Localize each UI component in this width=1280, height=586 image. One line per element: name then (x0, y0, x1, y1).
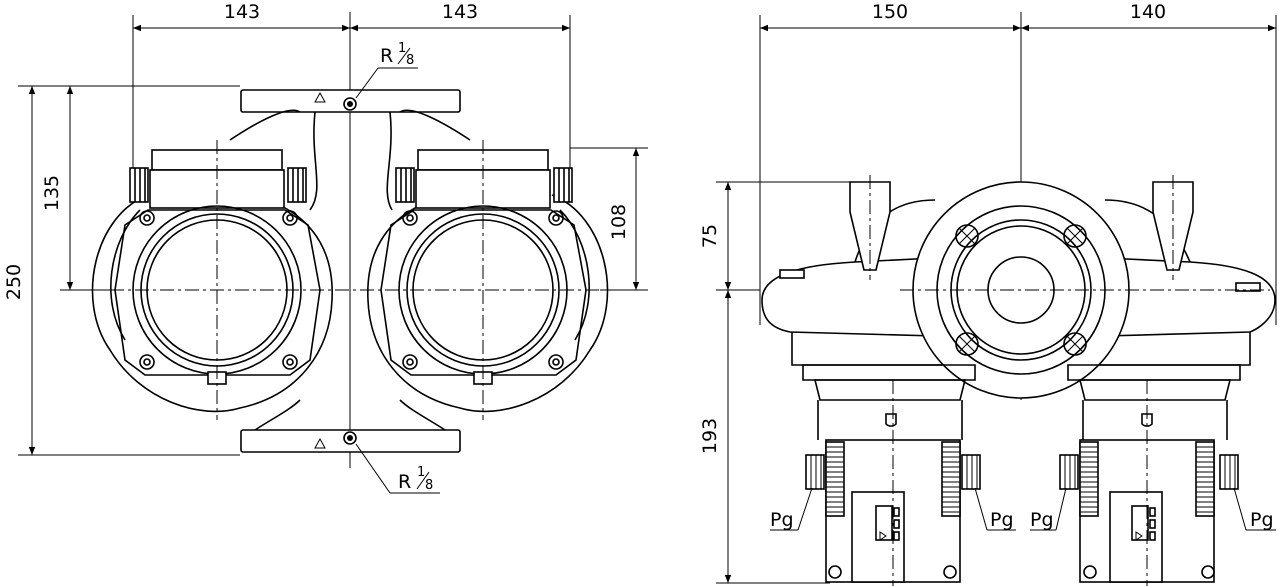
flange-bolt (1063, 224, 1087, 248)
dim-top-right-width: 143 (442, 1, 478, 23)
top-flange (240, 89, 461, 113)
bottom-flange (240, 429, 461, 453)
thread-top-numerator: 1 (398, 41, 406, 56)
pg-label-3: Pg (1030, 509, 1054, 531)
dim-right-view-upper-height: 75 (699, 224, 721, 248)
thread-top-prefix: R (380, 45, 393, 67)
pg-label-2: Pg (990, 509, 1014, 531)
right-view: 150 140 75 193 (699, 1, 1277, 586)
dim-overall-height: 250 (3, 264, 25, 300)
thread-top-denominator: 8 (406, 53, 414, 68)
left-control-module (851, 491, 905, 583)
flange-bolt (955, 332, 979, 356)
thread-bottom-numerator: 1 (417, 465, 425, 480)
dim-left-upper-height: 135 (41, 175, 63, 211)
dim-right-view-left-width: 150 (872, 1, 908, 23)
pg-label-1: Pg (770, 509, 794, 531)
dim-right-view-lower-height: 193 (699, 418, 721, 454)
dim-top-left-width: 143 (224, 1, 260, 23)
left-view: 143 143 250 135 108 (3, 1, 648, 494)
pg-label-4: Pg (1250, 509, 1274, 531)
dim-right-height: 108 (608, 204, 630, 240)
thread-bottom-prefix: R (398, 471, 411, 493)
thread-bottom-denominator: 8 (425, 478, 433, 493)
flange-bolt (1063, 332, 1087, 356)
flange-bolt (955, 224, 979, 248)
dim-right-view-right-width: 140 (1130, 1, 1166, 23)
